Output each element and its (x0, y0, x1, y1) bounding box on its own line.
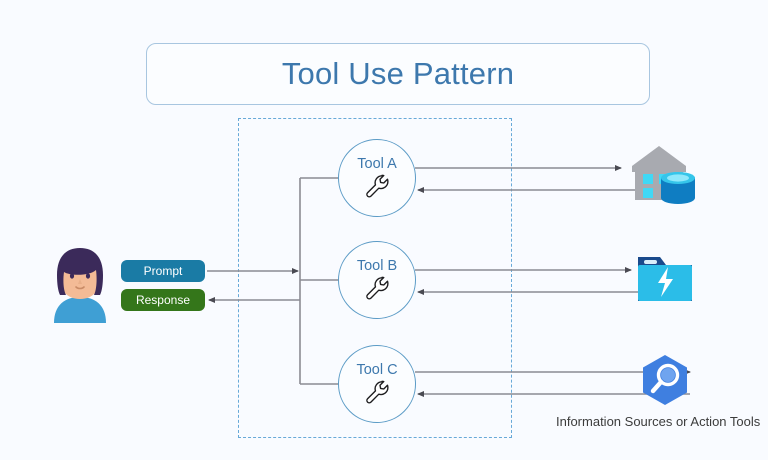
agent-boundary-box (238, 118, 512, 438)
prompt-label: Prompt (143, 264, 183, 278)
tool-node-a[interactable]: Tool A (338, 139, 416, 217)
page-title: Tool Use Pattern (281, 56, 515, 91)
function-app-icon[interactable] (636, 249, 694, 307)
response-label: Response (135, 293, 191, 307)
tool-b-label: Tool B (356, 257, 398, 274)
wrench-icon (366, 276, 389, 299)
response-button[interactable]: Response (121, 289, 205, 311)
tool-c-label: Tool C (356, 361, 398, 378)
user-avatar (54, 248, 106, 323)
prompt-button[interactable]: Prompt (121, 260, 205, 282)
wrench-icon (366, 380, 389, 403)
tool-a-label: Tool A (357, 155, 397, 172)
search-service-icon[interactable] (639, 354, 691, 406)
wrench-icon (366, 174, 389, 197)
data-warehouse-icon[interactable] (626, 140, 696, 206)
resources-caption: Information Sources or Action Tools (556, 414, 761, 429)
tool-node-c[interactable]: Tool C (338, 345, 416, 423)
title-box: Tool Use Pattern (146, 43, 650, 105)
tool-node-b[interactable]: Tool B (338, 241, 416, 319)
